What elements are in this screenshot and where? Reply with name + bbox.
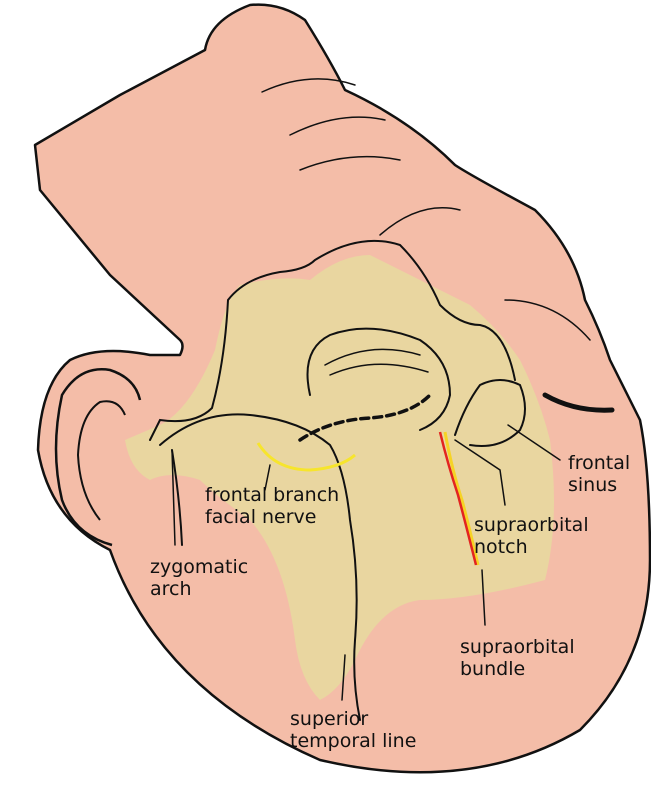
drape-fold-4 [379,207,461,236]
superior-temporal-line-path [159,413,361,721]
label-supraorbital-bundle: supraorbital bundle [460,636,575,680]
label-frontal-branch-facial-nerve: frontal branch facial nerve [205,484,340,528]
ear-inner [76,400,126,521]
orbital-rim-dashed [298,393,432,442]
leader-zygomatic-arch [171,449,176,546]
drape-fold-5 [504,299,591,341]
exposed-bone [125,255,554,700]
drape-fold-3 [299,155,401,171]
label-zygomatic-arch: zygomatic arch [150,556,249,600]
eyebrow [542,392,615,413]
eyelid-line [324,348,421,366]
label-superior-temporal-line: superior temporal line [290,708,417,752]
orbit-outline [306,327,452,431]
supraorbital-bundle-red [438,431,478,566]
supraorbital-bundle-yellow [443,431,480,566]
leader-frontal-sinus [507,424,561,461]
leader-frontal-branch [264,464,271,491]
temporal-line [171,449,183,546]
leader-superior-temporal-line [341,654,346,701]
eyelid-line-2 [329,363,429,376]
facial-nerve-frontal-branch [256,442,356,472]
leader-supraorbital-bundle [481,569,486,626]
drape-fold-1 [261,78,356,93]
leader-supraorbital-notch [454,439,506,506]
frontal-bone-outline [149,239,516,441]
label-frontal-sinus: frontal sinus [568,452,631,496]
drape-fold-2 [289,116,386,136]
frontal-sinus-outline [454,379,526,447]
label-supraorbital-notch: supraorbital notch [474,514,589,558]
